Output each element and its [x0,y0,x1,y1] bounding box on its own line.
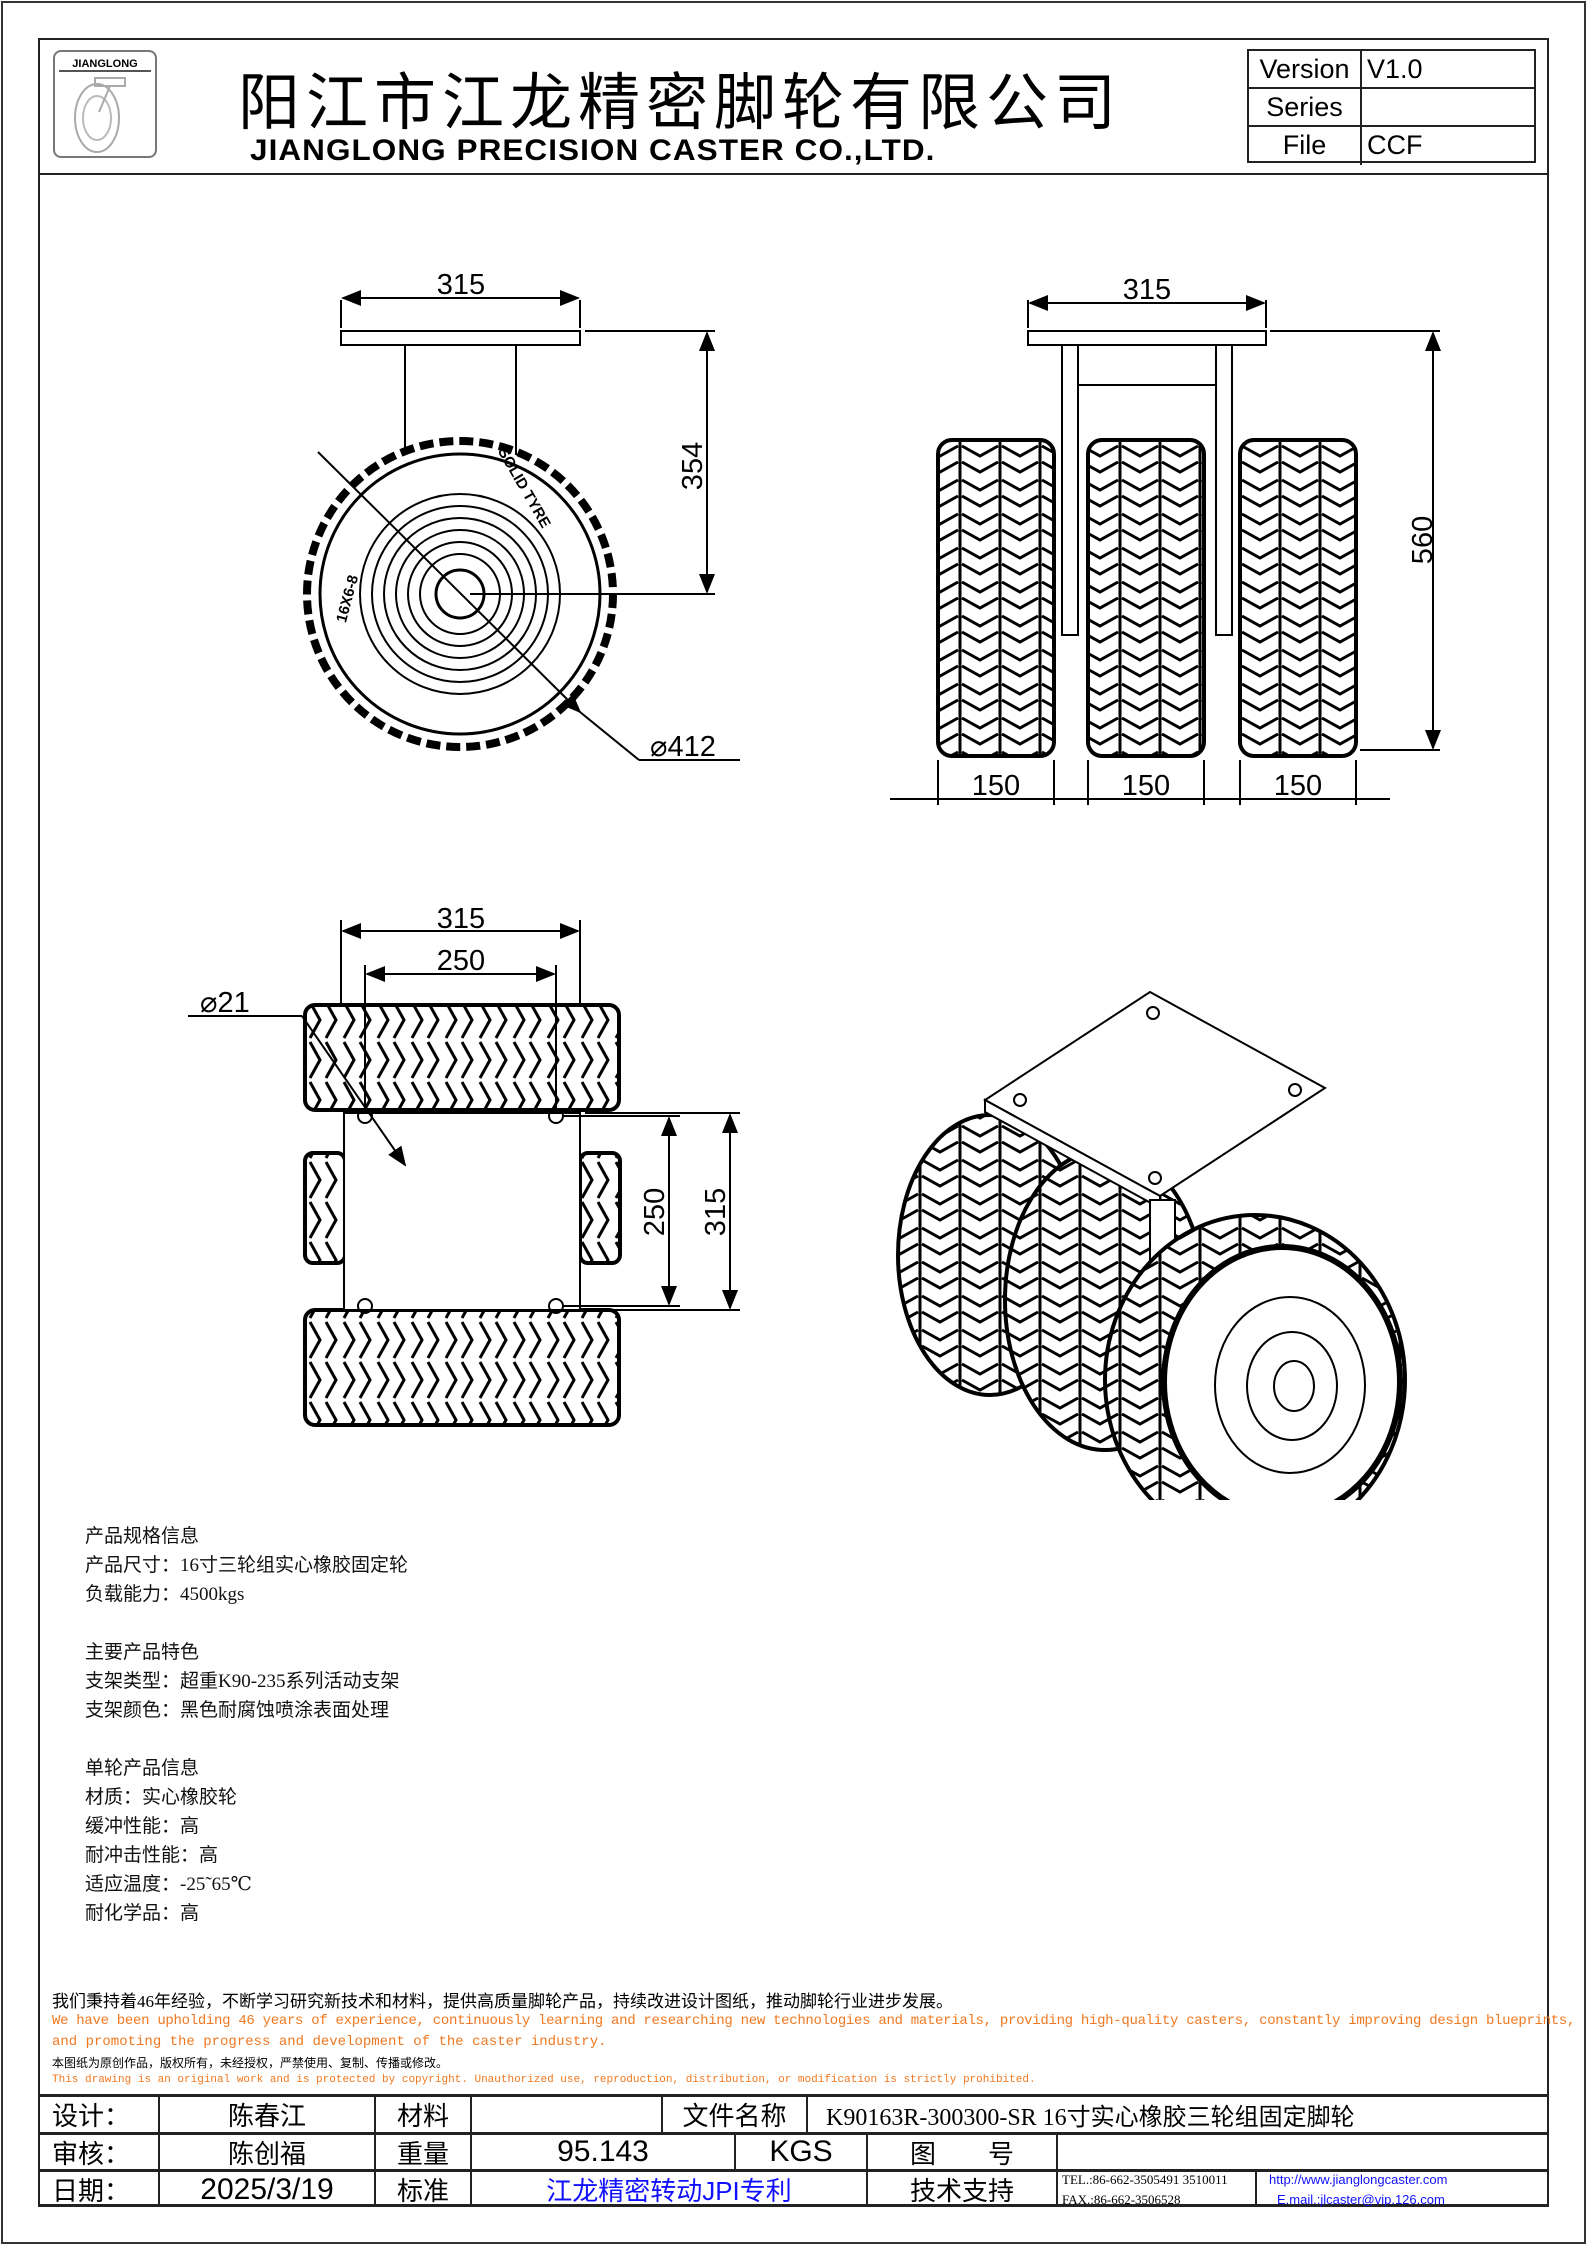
front-view [303,290,740,761]
wheel-line: 缓冲性能：高 [85,1816,200,1837]
review-label: 审核： [38,2135,160,2169]
spec-line: 负载能力：4500kgs [85,1584,245,1605]
hole-diameter-dim: ⌀21 [200,987,250,1019]
side-height-dim: 560 [1407,516,1439,564]
feature-line: 支架类型：超重K90-235系列活动支架 [85,1671,400,1692]
series-label: Series [1249,89,1362,125]
feature-title: 主要产品特色 [85,1642,200,1663]
wheel-line: 耐冲击性能：高 [85,1845,219,1866]
email-link[interactable]: E.mail.:jlcaster@vip.126.com [1277,2191,1445,2207]
date-value: 2025/3/19 [160,2172,376,2207]
weight-label: 重量 [376,2135,472,2169]
company-logo: JIANGLONG [53,50,157,158]
mounting-plate [343,1112,581,1311]
product-notes: 产品规格信息 产品尺寸：16寸三轮组实心橡胶固定轮 负载能力：4500kgs 主… [85,1522,408,1928]
wheel-right [1238,438,1358,758]
plate-inner-dim: 250 [437,945,485,977]
plate-outer-dim: 315 [437,903,485,935]
designer: 陈春江 [160,2097,376,2132]
wheel-line: 耐化学品：高 [85,1903,200,1924]
slogan-cn: 我们秉持着46年经验，不断学习研究新技术和材料，提供高质量脚轮产品，持续改进设计… [52,1992,953,2011]
slogan-en-1: We have been upholding 46 years of exper… [52,2013,1576,2029]
side-view [890,295,1441,805]
material-label: 材料 [376,2097,472,2132]
website-link[interactable]: http://www.jianglongcaster.com [1269,2172,1448,2187]
drawing-no-label: 图 号 [868,2135,1058,2169]
material-value [472,2097,663,2132]
company-name-cn: 阳江市江龙精密脚轮有限公司 [238,69,1123,138]
file-label: File [1249,127,1362,165]
fax: FAX.:86-662-3506528 [1062,2191,1181,2207]
title-row-1: 设计： 陈春江 材料 文件名称 K90163R-300300-SR 16寸实心橡… [38,2094,1549,2132]
slogan-en-2: and promoting the progress and developme… [52,2034,607,2050]
technical-drawing: 315 354 ⌀412 SOLID TYRE 16X6-8 315 560 1… [188,269,1441,1500]
caster-logo-icon [74,77,126,153]
wheel-line: 材质：实心橡胶轮 [85,1787,238,1808]
copyright-en: This drawing is an original work and is … [52,2074,1036,2086]
weight-unit: KGS [736,2135,868,2169]
front-width-dim: 315 [437,269,485,301]
tyre-size-text: 16X6-8 [333,573,362,624]
title-row-2: 审核： 陈创福 重量 95.143 KGS 图 号 [38,2132,1549,2169]
wheel-left [936,438,1056,758]
tel: TEL.:86-662-3505491 3510011 [1062,2172,1228,2187]
title-row-3: 日期： 2025/3/19 标准 江龙精密转动JPI专利 技术支持 TEL.:8… [38,2169,1549,2207]
design-label: 设计： [38,2097,160,2132]
series-row: Series [1249,89,1534,127]
wheel-title: 单轮产品信息 [85,1758,200,1779]
version-value: V1.0 [1367,54,1423,84]
plate-vert-outer-dim: 315 [700,1188,732,1236]
plate-vert-inner-dim: 250 [639,1188,671,1236]
weight-value: 95.143 [472,2135,736,2169]
front-height-dim: 354 [677,442,709,490]
file-value: CCF [1367,130,1423,160]
wheel-middle [1086,438,1206,758]
version-label: Version [1249,51,1362,87]
support-label: 技术支持 [868,2172,1058,2207]
standard-value: 江龙精密转动JPI专利 [472,2172,868,2207]
spec-title: 产品规格信息 [85,1526,200,1547]
bottom-view [188,920,740,1427]
company-name-en: JIANGLONG PRECISION CASTER CO.,LTD. [250,134,936,167]
drawing-frame [38,38,1549,2207]
contact-web: http://www.jianglongcaster.com E.mail.:j… [1257,2172,1549,2207]
wheel-line: 适应温度：-25˜65℃ [85,1874,252,1895]
front-diameter-dim: ⌀412 [650,731,716,763]
isometric-view [896,990,1407,1500]
side-width-dim: 315 [1123,274,1171,306]
wheel-width-dim: 150 [1122,770,1170,802]
reviewer: 陈创福 [160,2135,376,2169]
filename-label: 文件名称 [663,2097,808,2132]
wheel-width-dim: 150 [972,770,1020,802]
wheel-width-dim: 150 [1274,770,1322,802]
feature-line: 支架颜色：黑色耐腐蚀喷涂表面处理 [85,1700,390,1721]
standard-label: 标准 [376,2172,472,2207]
copyright-cn: 本图纸为原创作品，版权所有，未经授权，严禁使用、复制、传播或修改。 [52,2056,449,2070]
logo-text: JIANGLONG [59,58,151,72]
spec-line: 产品尺寸：16寸三轮组实心橡胶固定轮 [85,1555,409,1576]
date-label: 日期： [38,2172,160,2207]
contact-phone: TEL.:86-662-3505491 3510011 FAX.:86-662-… [1058,2172,1257,2207]
header-divider [38,173,1549,175]
drawing-no-value [1058,2135,1549,2169]
filename-value: K90163R-300300-SR 16寸实心橡胶三轮组固定脚轮 [808,2097,1549,2132]
